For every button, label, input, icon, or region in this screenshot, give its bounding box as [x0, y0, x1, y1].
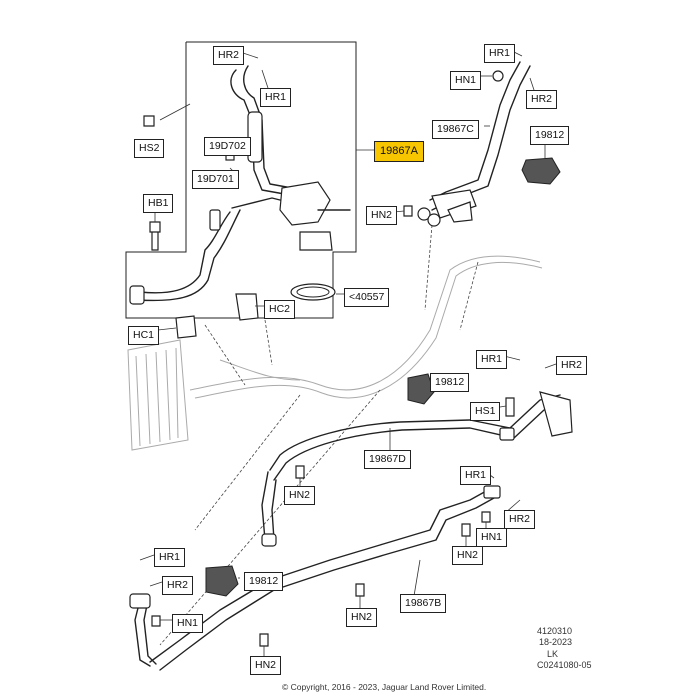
hose-19867d [261, 391, 573, 547]
callout-hb1[interactable]: HB1 [143, 194, 174, 213]
callout-hn2[interactable]: HN2 [366, 206, 398, 225]
callout-40557[interactable]: <40557 [344, 288, 390, 307]
nut-hn2-lr [461, 523, 471, 537]
callout-19d701[interactable]: 19D701 [192, 170, 239, 189]
callout-hc1[interactable]: HC1 [128, 326, 160, 345]
detail-frame [125, 41, 357, 319]
callout-hn1[interactable]: HN1 [172, 614, 204, 633]
nut-hn2-mid [295, 465, 305, 479]
ref-line-1: 4120310 [537, 626, 573, 636]
callout-19867b[interactable]: 19867B [400, 594, 447, 613]
dash-leader [204, 324, 246, 386]
callout-19812[interactable]: 19812 [530, 126, 570, 145]
sensor-19812-mid [407, 373, 435, 405]
dash-leader [424, 224, 433, 311]
callout-hn2[interactable]: HN2 [284, 486, 316, 505]
callout-hs1[interactable]: HS1 [470, 402, 501, 421]
nut-hn1-lr [481, 511, 491, 523]
ref-line-2: 18-2023 [539, 637, 573, 648]
nut-hn1-tr [492, 70, 504, 82]
bolt-hb1 [149, 221, 161, 251]
nut-hn2-bc [355, 583, 365, 597]
sensor-19812-tr [521, 157, 561, 185]
dash-leader [194, 394, 301, 531]
callout-hr2[interactable]: HR2 [526, 90, 558, 109]
callout-hn2[interactable]: HN2 [346, 608, 378, 627]
copyright-text: © Copyright, 2016 - 2023, Jaguar Land Ro… [282, 682, 487, 692]
callout-19867a[interactable]: 19867A [374, 141, 424, 162]
ref-line-4: C0241080-05 [537, 659, 592, 670]
clip-hc2 [235, 293, 259, 321]
reference-block: 4120310 18-2023 LK C0241080-05 [537, 626, 592, 671]
callout-hr1[interactable]: HR1 [260, 88, 292, 107]
callout-hr1[interactable]: HR1 [154, 548, 186, 567]
callout-19d702[interactable]: 19D702 [204, 137, 251, 156]
callout-hr1[interactable]: HR1 [484, 44, 516, 63]
callout-hc2[interactable]: HC2 [264, 300, 296, 319]
callout-hn2[interactable]: HN2 [452, 546, 484, 565]
callout-19867d[interactable]: 19867D [364, 450, 411, 469]
callout-hr2[interactable]: HR2 [504, 510, 536, 529]
callout-hr1[interactable]: HR1 [476, 350, 508, 369]
gasket-40557 [290, 283, 336, 301]
dash-leader [264, 319, 273, 366]
callout-hn1[interactable]: HN1 [476, 528, 508, 547]
vehicle-ghost-outline [127, 255, 543, 451]
callout-hr1[interactable]: HR1 [460, 466, 492, 485]
callout-hr2[interactable]: HR2 [213, 46, 245, 65]
screw-hs1 [505, 397, 515, 417]
hose-19867a [129, 65, 351, 305]
callout-19812[interactable]: 19812 [430, 373, 470, 392]
nut-hn2-bl [259, 633, 269, 647]
dash-leader [159, 389, 381, 646]
nut-hn2-tr [403, 205, 413, 217]
callout-19812[interactable]: 19812 [244, 572, 284, 591]
callout-hs2[interactable]: HS2 [134, 139, 165, 158]
clip-hc1 [175, 315, 197, 339]
callout-hr2[interactable]: HR2 [556, 356, 588, 375]
hose-19867c [417, 61, 531, 227]
sensor-19812-bl [205, 565, 239, 597]
callout-hn2[interactable]: HN2 [250, 656, 282, 675]
callout-hn1[interactable]: HN1 [450, 71, 482, 90]
nut-hn1-bl [151, 615, 161, 627]
ref-line-3: LK [547, 648, 559, 659]
callout-19867c[interactable]: 19867C [432, 120, 479, 139]
callout-hr2[interactable]: HR2 [162, 576, 194, 595]
bolt-hs2 [143, 115, 155, 127]
dash-leader [459, 261, 479, 331]
